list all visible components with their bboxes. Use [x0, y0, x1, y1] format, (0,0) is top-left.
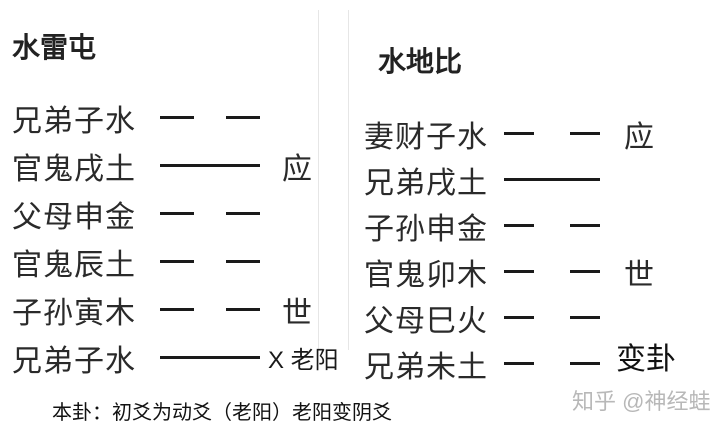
yin-line-left [504, 316, 534, 319]
yin-line-left [504, 132, 534, 135]
yin-line-left [504, 270, 534, 273]
yin-line-right [226, 212, 260, 215]
watermark: 知乎 @神经蛙 [572, 389, 711, 414]
left-divider [318, 10, 319, 350]
hexagram-title: 水地比 [378, 45, 463, 78]
line-label: 妻财子水 [364, 120, 488, 155]
line-tag: 世 [282, 296, 312, 331]
footnote: 本卦：初爻为动爻（老阳）老阳变阴爻 [52, 402, 392, 424]
line-label: 兄弟子水 [12, 344, 136, 379]
line-label: 父母申金 [12, 200, 136, 235]
hexagram-title: 水雷屯 [12, 31, 97, 64]
yin-line-left [160, 212, 194, 215]
line-label: 兄弟戌土 [364, 166, 488, 201]
yin-line-right [570, 362, 600, 365]
bianka-label: 变卦 [616, 343, 676, 376]
line-label: 子孙寅木 [12, 296, 136, 331]
yin-line-right [226, 260, 260, 263]
line-label: 子孙申金 [364, 212, 488, 247]
line-label: 官鬼戌土 [12, 152, 136, 187]
right-divider [348, 10, 349, 350]
line-tag: 应 [624, 120, 654, 155]
yin-line-right [570, 270, 600, 273]
yang-line [160, 356, 260, 359]
yin-line-left [160, 116, 194, 119]
yang-line [504, 178, 600, 181]
yin-line-right [570, 224, 600, 227]
yin-line-left [504, 224, 534, 227]
line-label: 兄弟子水 [12, 104, 136, 139]
yin-line-right [226, 308, 260, 311]
moving-line-mark: X 老阳 [268, 347, 339, 374]
line-label: 兄弟未土 [364, 350, 488, 385]
yin-line-left [504, 362, 534, 365]
yin-line-right [570, 132, 600, 135]
yin-line-right [570, 316, 600, 319]
line-label: 官鬼卯木 [364, 258, 488, 293]
yin-line-left [160, 308, 194, 311]
line-label: 父母巳火 [364, 304, 488, 339]
yin-line-left [160, 260, 194, 263]
yang-line [160, 164, 260, 167]
line-tag: 应 [282, 152, 312, 187]
yin-line-right [226, 116, 260, 119]
line-label: 官鬼辰土 [12, 248, 136, 283]
line-tag: 世 [624, 258, 654, 293]
